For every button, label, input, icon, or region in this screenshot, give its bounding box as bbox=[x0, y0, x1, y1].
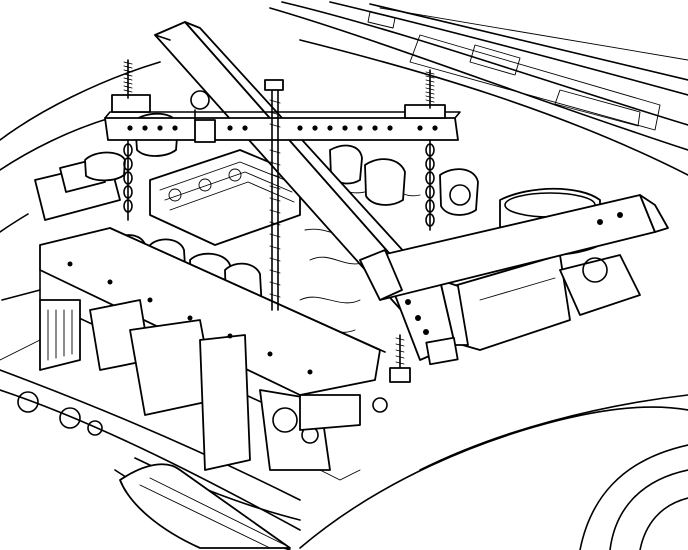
left-fender bbox=[0, 61, 161, 361]
fixture-top-bar bbox=[104, 90, 461, 143]
front-bumper bbox=[0, 369, 301, 550]
fixture-long-beam bbox=[154, 21, 469, 366]
threaded-rods bbox=[123, 59, 435, 383]
right-fender bbox=[299, 394, 688, 550]
fixture-cross-beam bbox=[359, 194, 669, 301]
radiator-support bbox=[39, 227, 388, 481]
open-hood bbox=[269, 1, 688, 176]
